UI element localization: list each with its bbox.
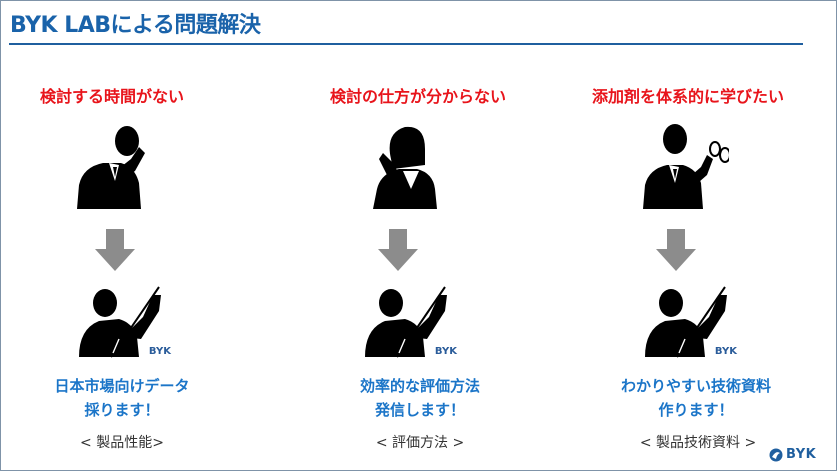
problem-text: 検討の仕方が分からない <box>329 87 506 106</box>
byk-label: BYK <box>434 346 457 357</box>
byk-label: BYK <box>714 346 737 357</box>
title-divider <box>9 43 803 45</box>
solution-text: 効率的な評価方法 発信します！ <box>281 374 559 422</box>
arrow-down-icon <box>378 229 418 271</box>
problem-text: 検討する時間がない <box>39 87 184 106</box>
solution-line: 効率的な評価方法 <box>359 377 480 395</box>
solution-text: わかりやすい技術資料 作ります！ <box>557 374 835 422</box>
arrow-down-icon <box>95 229 135 271</box>
logo-text: BYK <box>786 447 817 462</box>
presenter-icon: BYK <box>73 281 173 359</box>
category-label: < 評価方法 > <box>375 435 465 451</box>
byk-logo-icon <box>769 448 783 461</box>
page-title: BYK LABによる問題解決 <box>10 13 261 38</box>
presenter-icon: BYK <box>639 281 739 359</box>
byk-logo: BYK <box>769 447 816 462</box>
arrow-down-icon <box>656 229 696 271</box>
solution-line: 発信します！ <box>374 401 465 419</box>
solution-line: わかりやすい技術資料 <box>620 377 771 395</box>
man-thinking-icon <box>77 126 145 209</box>
category-label: < 製品性能> <box>80 435 164 451</box>
column-method: 検討の仕方が分からない BYK 効率的な評価方法 発信します！ < 評価方 <box>279 1 557 470</box>
solution-line: 日本市場向けデータ <box>54 377 190 395</box>
man-with-glasses-icon <box>643 124 729 209</box>
problem-text: 添加剤を体系的に学びたい <box>591 87 784 106</box>
solution-line: 作ります！ <box>658 401 734 419</box>
woman-worried-icon <box>373 126 437 209</box>
solution-text: 日本市場向けデータ 採ります！ <box>1 374 261 422</box>
presenter-icon: BYK <box>359 281 459 359</box>
solution-line: 採ります！ <box>84 401 160 419</box>
category-label: < 製品技術資料 > <box>639 435 757 451</box>
column-learn: 添加剤を体系的に学びたい BYK わかりやすい技 <box>557 1 835 470</box>
byk-label: BYK <box>148 346 171 357</box>
column-time: 検討する時間がない BYK 日本市場向けデータ 採ります！ <box>1 1 279 470</box>
